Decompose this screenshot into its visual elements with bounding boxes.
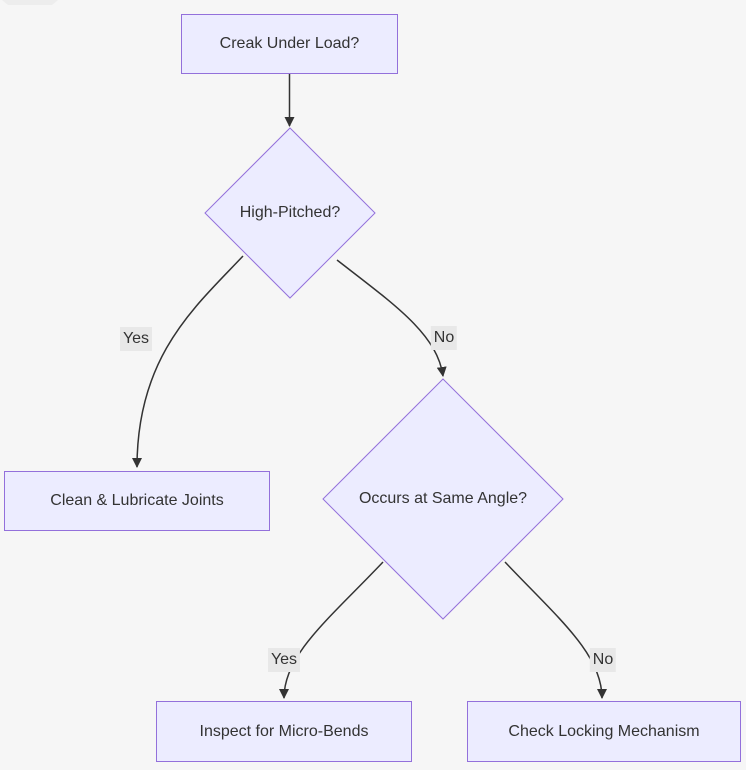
node-inspect-micro-bends: Inspect for Micro-Bends <box>156 701 412 762</box>
node-occurs-same-angle-label: Occurs at Same Angle? <box>358 490 528 507</box>
node-check-locking-mechanism: Check Locking Mechanism <box>467 701 741 762</box>
edge-occurs-to-inspect <box>279 561 384 699</box>
decision-node-occurs-same-angle <box>322 378 564 620</box>
node-creak-under-load: Creak Under Load? <box>181 14 398 74</box>
node-creak-under-load-label: Creak Under Load? <box>219 35 360 52</box>
node-high-pitched-label: High-Pitched? <box>239 204 341 221</box>
corner-tab-artifact <box>2 0 58 5</box>
edge-highpitched-to-occurs <box>336 259 447 377</box>
node-check-locking-mechanism-label: Check Locking Mechanism <box>508 722 700 740</box>
edge-occurs-to-check <box>504 561 607 699</box>
node-inspect-micro-bends-label: Inspect for Micro-Bends <box>199 722 369 740</box>
edge-highpitched-to-clean <box>132 255 244 468</box>
edge-label-highpitched-yes: Yes <box>119 327 153 351</box>
decision-node-high-pitched <box>204 127 376 299</box>
edge-label-occurs-no: No <box>589 648 617 672</box>
edge-label-occurs-yes: Yes <box>267 648 301 672</box>
node-clean-lubricate-joints-label: Clean & Lubricate Joints <box>50 492 224 509</box>
edge-label-highpitched-no: No <box>430 326 458 350</box>
node-clean-lubricate-joints: Clean & Lubricate Joints <box>4 471 270 531</box>
